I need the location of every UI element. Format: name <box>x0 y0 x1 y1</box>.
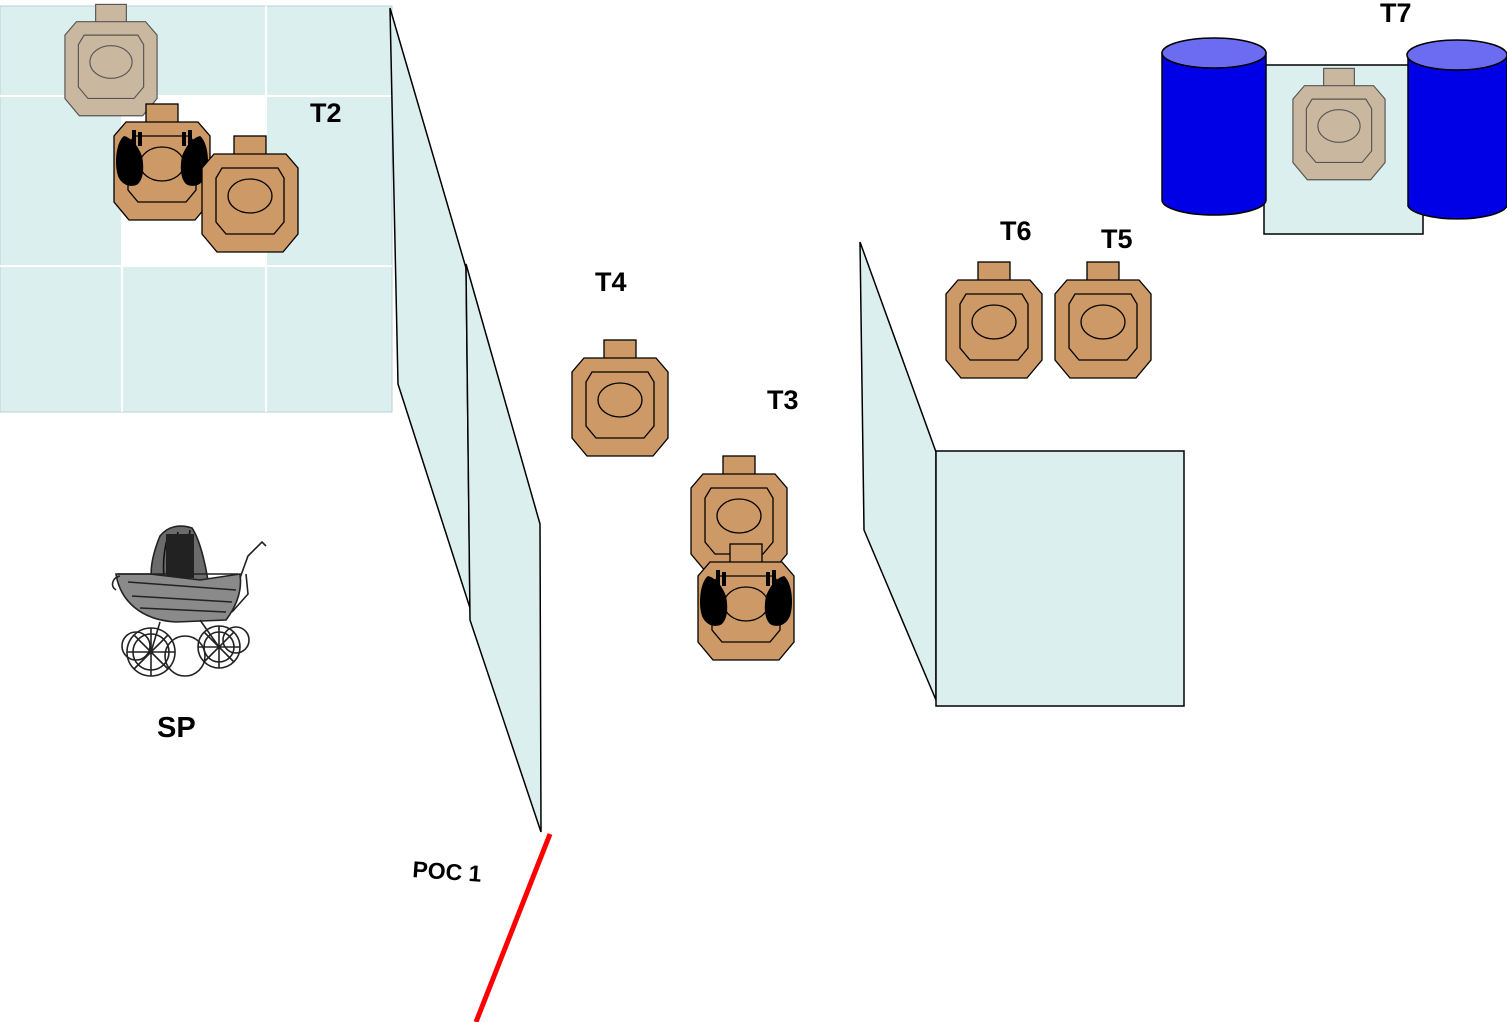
baby-stroller-icon <box>111 525 267 677</box>
t2-target-faded <box>64 3 158 117</box>
t2-target <box>201 135 299 253</box>
left-wall-back <box>465 263 542 833</box>
label-sp: SP <box>157 712 196 744</box>
label-t5: T5 <box>1101 224 1133 254</box>
t5-target <box>1054 261 1152 379</box>
label-t7: T7 <box>1380 0 1412 28</box>
t2-no-shoot-target <box>113 103 211 221</box>
poc-line <box>473 833 553 1022</box>
label-t4: T4 <box>595 267 627 297</box>
right-wall-box <box>935 450 1185 707</box>
label-poc-1: POC 1 <box>412 856 483 887</box>
left-wall-front <box>389 7 471 609</box>
t6-target <box>945 261 1043 379</box>
right-wall-side <box>859 241 937 701</box>
barrel-icon-right <box>1406 39 1507 220</box>
label-t6: T6 <box>1000 216 1032 246</box>
label-t3: T3 <box>767 385 799 415</box>
label-t2: T2 <box>310 98 342 128</box>
barrel-icon-left <box>1161 37 1267 216</box>
t4-target <box>571 339 669 457</box>
t3-no-shoot-target <box>697 543 795 661</box>
